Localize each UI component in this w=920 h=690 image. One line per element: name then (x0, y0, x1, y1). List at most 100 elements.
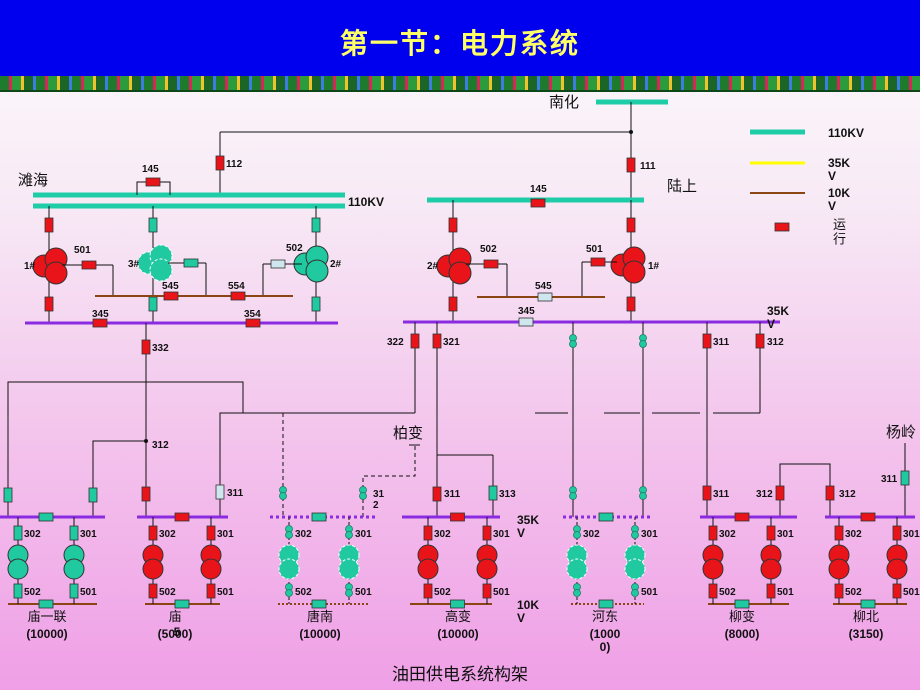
tag-501-right: 501 (586, 244, 603, 255)
tag-554: 554 (228, 281, 245, 292)
substation-3-transformer-0-bottom (278, 558, 300, 580)
breaker-1-right-hv (626, 217, 636, 233)
substation-5-bus-tie-10kv (598, 599, 614, 609)
breaker-1-left-lv (44, 296, 54, 312)
substation-4-transformer-1-bottom (476, 558, 498, 580)
substation-4-bus-tie-10kv (450, 599, 465, 609)
legend-110kv-label: 110KV (828, 126, 864, 140)
breaker-321 (432, 333, 442, 349)
breaker-311-top (702, 333, 712, 349)
station-label-tanhai: 滩海 (18, 172, 48, 189)
transformer-2-right-winding-2 (448, 261, 472, 285)
breaker-545-right (537, 292, 553, 302)
substation-2-capacity-overlay: 5 (174, 625, 181, 639)
substation-3-capacity: (10000) (299, 627, 340, 641)
substation-5-transformer-1-bottom (624, 558, 646, 580)
tag-545-left: 545 (162, 281, 179, 292)
tag-311-yang: 311 (881, 474, 898, 485)
line-liubei-link (779, 463, 831, 517)
breaker-332 (141, 339, 151, 355)
substation-5-hv-breaker-1-b (631, 531, 639, 539)
substation-7-hv-breaker-0 (834, 525, 844, 541)
breaker-tangnan-in-1-b (279, 492, 287, 500)
substation-4-lv-breaker-1 (482, 583, 492, 599)
tag-t1-right: 1# (648, 261, 660, 272)
substation-4-tag-lv-0: 502 (434, 587, 451, 598)
substation-6-bus-tie-10kv (734, 599, 750, 609)
tag-332: 332 (152, 343, 169, 354)
breaker-312-top (755, 333, 765, 349)
substation-1-bus-tie-35kv (38, 512, 54, 522)
substation-1-hv-breaker-0 (13, 525, 23, 541)
transformer-1-right-winding-2 (622, 260, 646, 284)
tag-145-right: 145 (530, 184, 547, 195)
substation-6-lv-breaker-0 (708, 583, 718, 599)
substation-3-bus-tie-10kv (311, 599, 327, 609)
substation-7-tag-lv-0: 502 (845, 587, 862, 598)
substation-3-hv-breaker-0-b (285, 531, 293, 539)
legend-running-swatch (774, 222, 790, 232)
substation-7-name: 柳北 (853, 609, 879, 624)
line-tangnan-b (362, 445, 416, 517)
substation-2-bus-tie-35kv (174, 512, 190, 522)
station-label-yangling: 杨岭 (886, 424, 916, 441)
substation-3-bus-tie-35kv (311, 512, 327, 522)
substation-3-name: 唐南 (307, 609, 333, 624)
substation-1-bus-tie-10kv (38, 599, 54, 609)
breaker-112 (215, 155, 225, 171)
substation-5-tag-hv-0: 302 (583, 529, 600, 540)
tag-313: 313 (499, 489, 516, 500)
breaker-1-right-lv (626, 296, 636, 312)
substation-5-lv-breaker-1-b (631, 589, 639, 597)
substation-7-lv-breaker-1 (892, 583, 902, 599)
substation-7-hv-breaker-1 (892, 525, 902, 541)
substation-3-lv-breaker-1-b (345, 589, 353, 597)
substation-6-lv-breaker-1 (766, 583, 776, 599)
tag-312-junction: 312 (152, 440, 169, 451)
breaker-501-left (81, 260, 97, 270)
substation-4-transformer-0-bottom (417, 558, 439, 580)
breaker-hedong-in-1-b (569, 492, 577, 500)
tag-311-top: 311 (713, 337, 730, 348)
tag-502-left: 502 (286, 243, 303, 254)
substation-2-name: 庙 (168, 609, 181, 624)
tag-312-liu: 312 (756, 489, 773, 500)
substation-6-transformer-0-bottom (702, 558, 724, 580)
breaker-322 (410, 333, 420, 349)
substation-4-name: 高变 (445, 609, 471, 624)
substation-6-hv-breaker-0 (708, 525, 718, 541)
breaker-312-liu (775, 485, 785, 501)
substation-5-lv-breaker-0-b (573, 589, 581, 597)
breaker-2-right-hv (448, 217, 458, 233)
tag-145-left: 145 (142, 164, 159, 175)
substation-5-tag-hv-1: 301 (641, 529, 658, 540)
tag-112: 112 (226, 159, 243, 170)
substation-4-bus-tie-35kv (450, 512, 465, 522)
breaker-502-right (483, 259, 499, 269)
substation-1-tag-hv-1: 301 (80, 529, 97, 540)
breaker-311-gao (432, 486, 442, 502)
breaker-345-right (518, 317, 534, 327)
page-title: 第一节：电力系统 (339, 27, 580, 60)
tag-311-miao: 311 (227, 488, 244, 499)
substation-3-lv-breaker-0-b (285, 589, 293, 597)
substation-6-bus-tie-35kv (734, 512, 750, 522)
tag-354: 354 (244, 309, 261, 320)
breaker-313 (488, 485, 498, 501)
transformer-2-left-winding-2 (305, 259, 329, 283)
substation-6-hv-breaker-1 (766, 525, 776, 541)
breaker-2-left-lv (311, 296, 321, 312)
station-label-baibian: 柏变 (393, 425, 423, 442)
substation-2-lv-breaker-0 (148, 583, 158, 599)
substation-1-tag-lv-1: 501 (80, 587, 97, 598)
tag-111: 111 (640, 161, 656, 172)
substation-4-hv-breaker-0 (423, 525, 433, 541)
breaker-312-liubei (825, 485, 835, 501)
substation-7-bus-tie-35kv (860, 512, 876, 522)
substation-7-transformer-1-bottom (886, 558, 908, 580)
substation-6-tag-lv-1: 501 (777, 587, 794, 598)
substation-7-tag-lv-1: 501 (903, 587, 920, 598)
breaker-311-miao (215, 484, 225, 500)
